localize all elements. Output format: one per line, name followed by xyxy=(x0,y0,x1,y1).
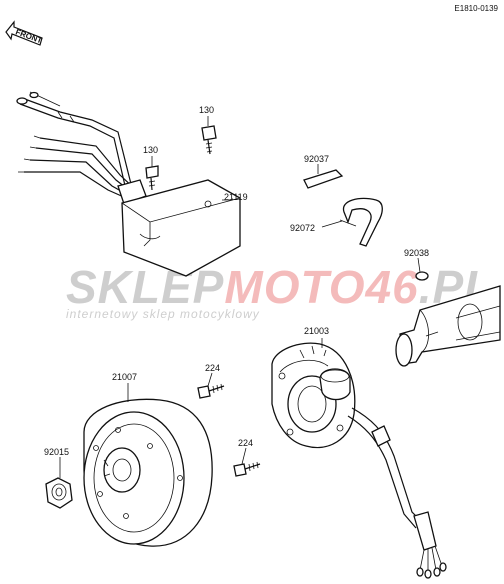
rotor-21007-drawing xyxy=(83,398,213,547)
part-number-224-upper: 224 xyxy=(205,363,220,373)
part-number-21007: 21007 xyxy=(112,372,137,382)
part-number-130-upper: 130 xyxy=(199,105,214,115)
part-number-21119: 21119 xyxy=(224,192,248,202)
stator-21003-drawing xyxy=(271,342,447,579)
part-number-92038: 92038 xyxy=(404,248,429,258)
front-direction-label: FRONT xyxy=(14,27,43,45)
front-direction-arrow-icon: FRONT xyxy=(5,20,43,46)
bolt-130-upper-drawing xyxy=(201,125,217,155)
part-number-21003: 21003 xyxy=(304,326,329,336)
part-number-92037: 92037 xyxy=(304,154,329,164)
svg-text:SKLEPMOTO46.PL: SKLEPMOTO46.PL xyxy=(66,261,493,313)
clamp-92072-drawing xyxy=(339,197,383,247)
leader-lines xyxy=(59,116,421,478)
watermark-tagline: internetowy sklep motocyklowy xyxy=(66,307,260,321)
part-number-92072: 92072 xyxy=(290,223,315,233)
watermark-brand-gray: SKLEP xyxy=(66,261,224,313)
watermark-brand-red: MOTO46 xyxy=(224,261,418,313)
diagram-reference-code: E1810-0139 xyxy=(454,4,498,13)
bolt-224-lower-drawing xyxy=(233,461,261,477)
part-number-92015: 92015 xyxy=(44,447,69,457)
regulator-rectifier-drawing xyxy=(16,91,241,277)
nut-92015-drawing xyxy=(45,477,73,509)
part-number-224-lower: 224 xyxy=(238,438,253,448)
plate-92037-drawing xyxy=(303,169,344,189)
part-number-labels: 130 130 21119 92037 92072 92038 21003 21… xyxy=(44,105,429,457)
crankshaft-end-drawing xyxy=(395,285,501,367)
bolt-224-upper-drawing xyxy=(197,383,225,399)
part-number-130-lower: 130 xyxy=(143,145,158,155)
cap-92038-drawing xyxy=(415,271,429,281)
bolt-130-lower-drawing xyxy=(145,165,159,191)
